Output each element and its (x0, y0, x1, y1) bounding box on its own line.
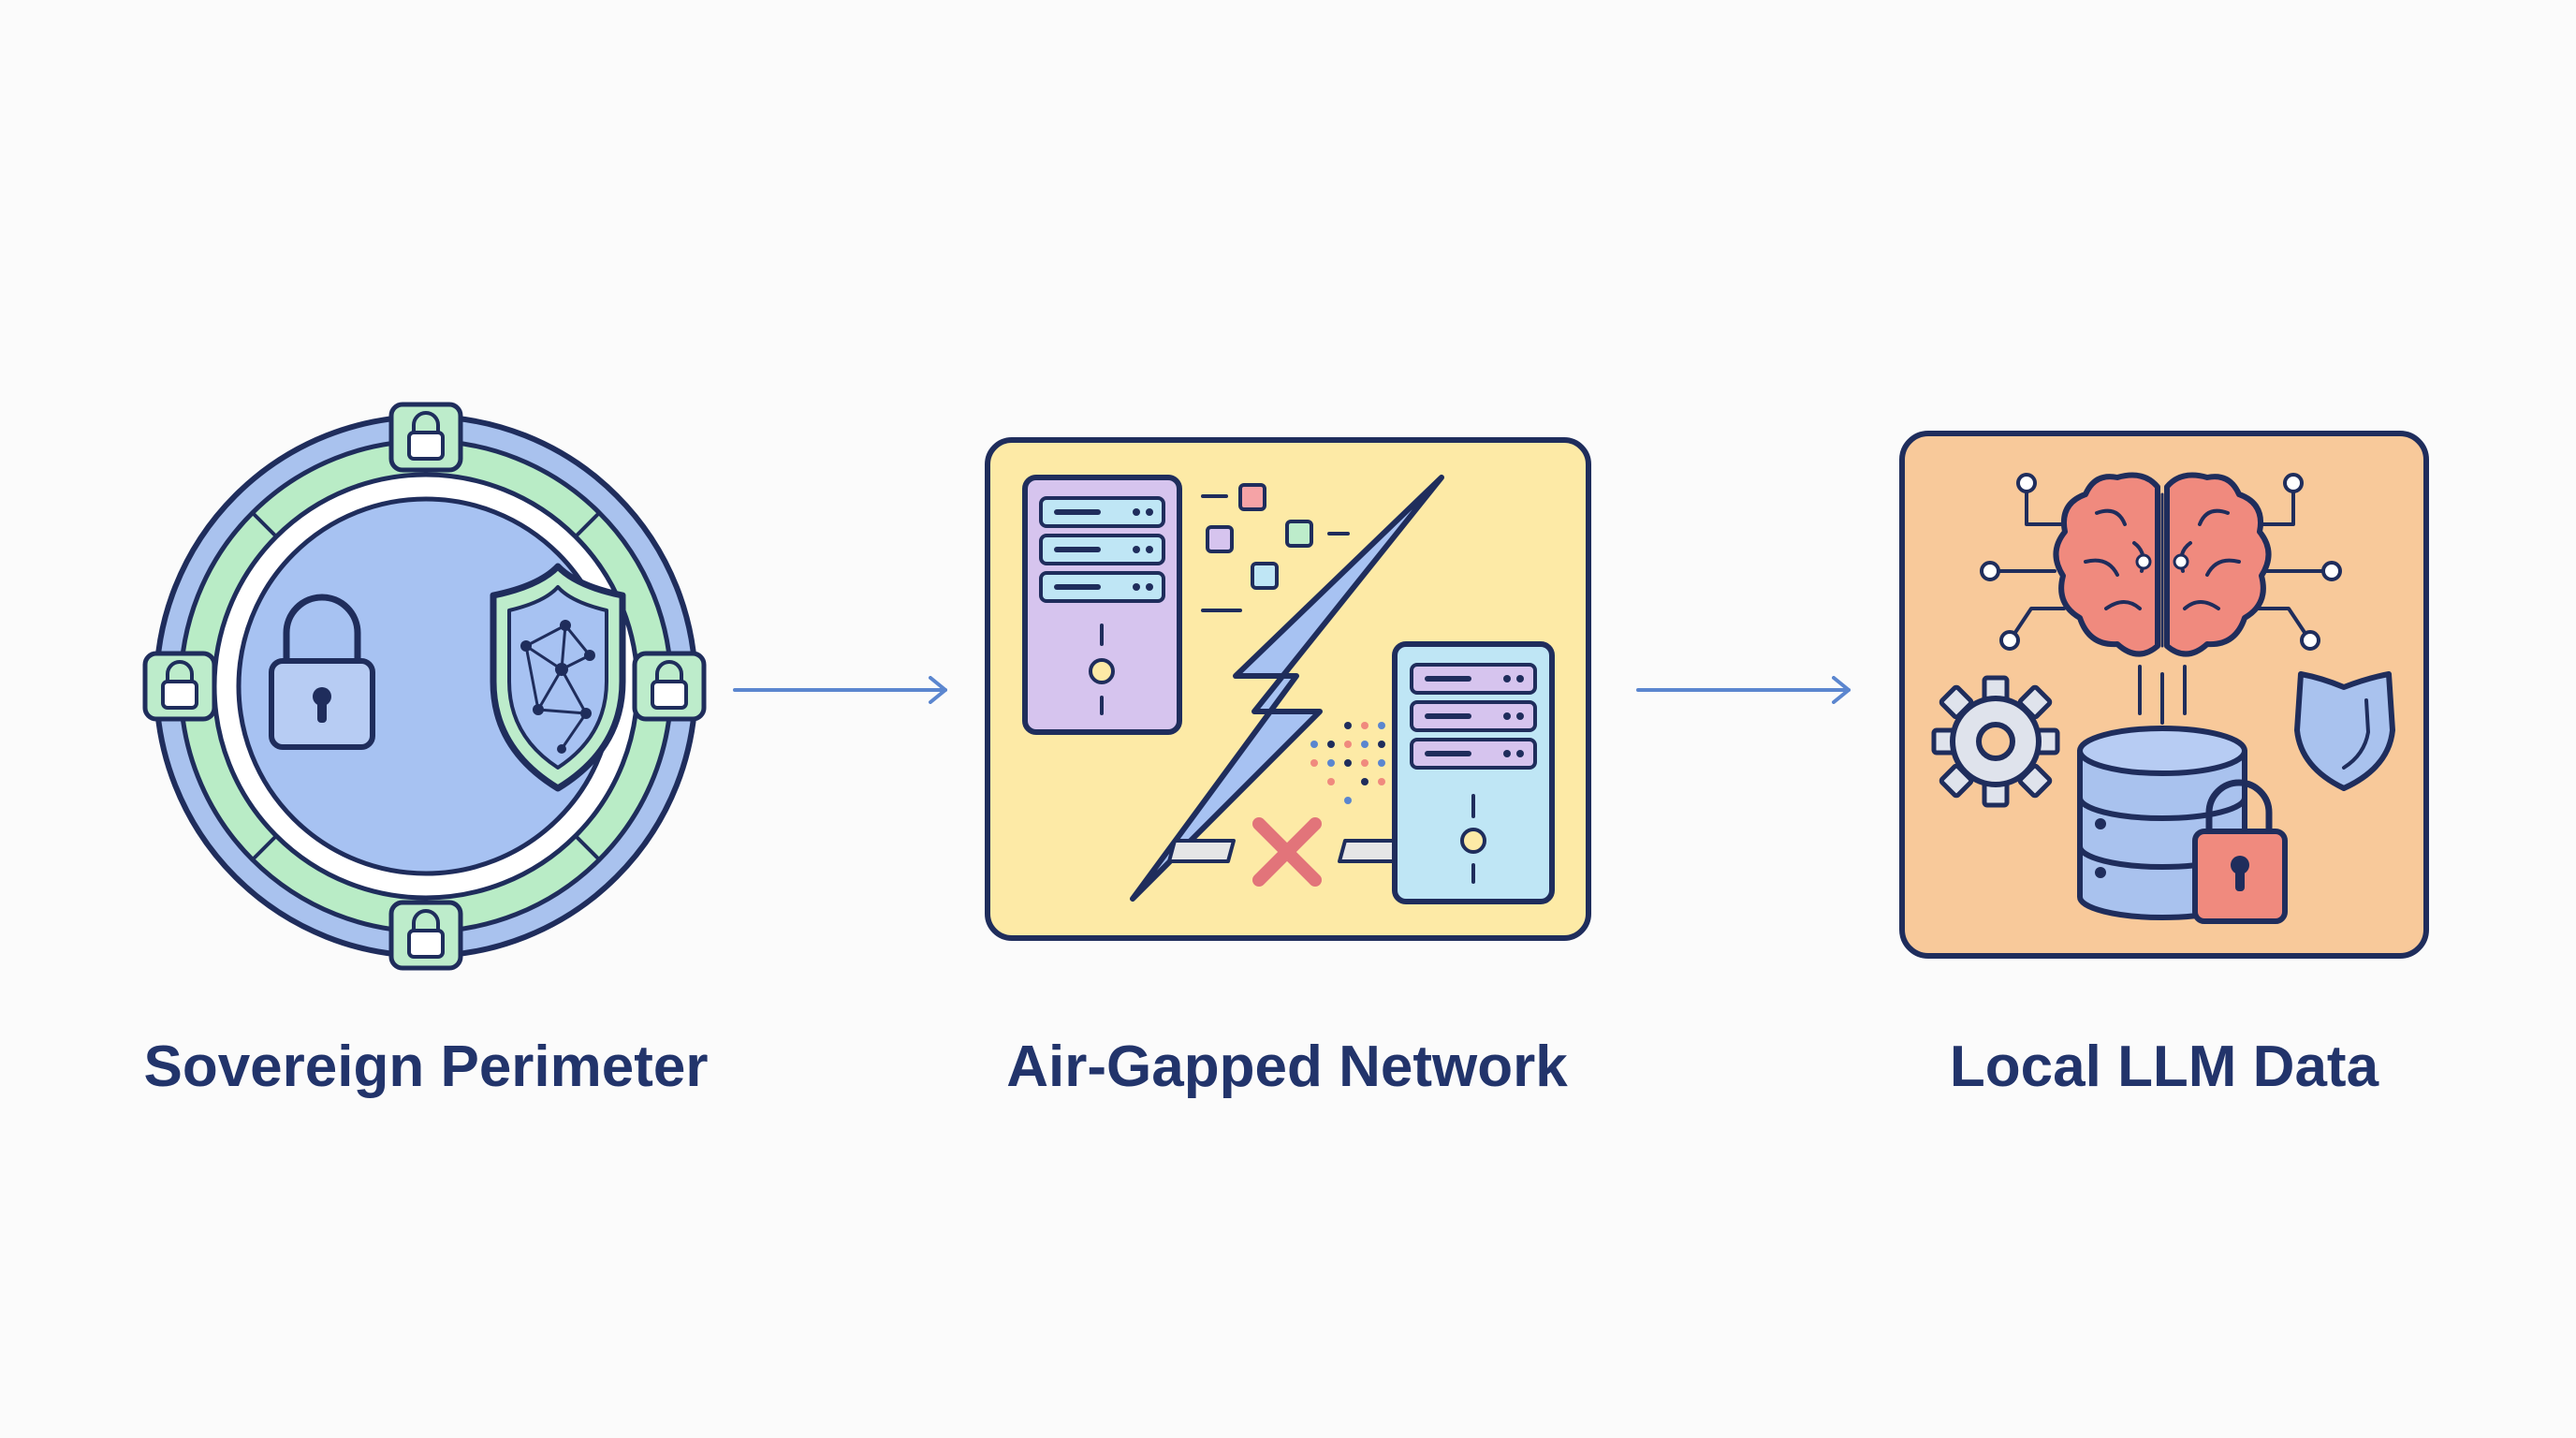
brain-db-connectors (2138, 665, 2187, 725)
step-label-air-gapped-network: Air-Gapped Network (1006, 1034, 1568, 1099)
gear-icon (1931, 675, 2060, 808)
sovereign-perimeter-icon (142, 402, 707, 971)
lock-badge-left (142, 651, 217, 722)
data-packets (1201, 483, 1350, 612)
lock-badge-top (388, 402, 463, 473)
server-left-icon (1022, 475, 1182, 735)
padlock-database-icon (2192, 779, 2288, 924)
network-shield-icon (490, 563, 626, 792)
broken-cable-right (1338, 839, 1398, 863)
circuit-lines (1992, 485, 2330, 638)
brain-icon (2053, 472, 2272, 657)
shield-icon (2294, 671, 2395, 791)
lightning-bolt-icon (1130, 475, 1444, 902)
local-llm-data-icon (1899, 431, 2429, 959)
server-right-icon (1392, 641, 1555, 904)
padlock-icon (269, 594, 375, 750)
lock-badge-bottom (388, 900, 463, 971)
circuit-nodes (1980, 473, 2342, 651)
lock-badge-right (632, 651, 707, 722)
step-label-sovereign-perimeter: Sovereign Perimeter (143, 1034, 709, 1099)
broken-cable-left (1167, 839, 1236, 863)
step-label-local-llm-data: Local LLM Data (1949, 1034, 2379, 1099)
air-gapped-network-icon (985, 437, 1591, 941)
disconnect-x-icon (1252, 817, 1322, 887)
noise-dots (1310, 722, 1385, 804)
